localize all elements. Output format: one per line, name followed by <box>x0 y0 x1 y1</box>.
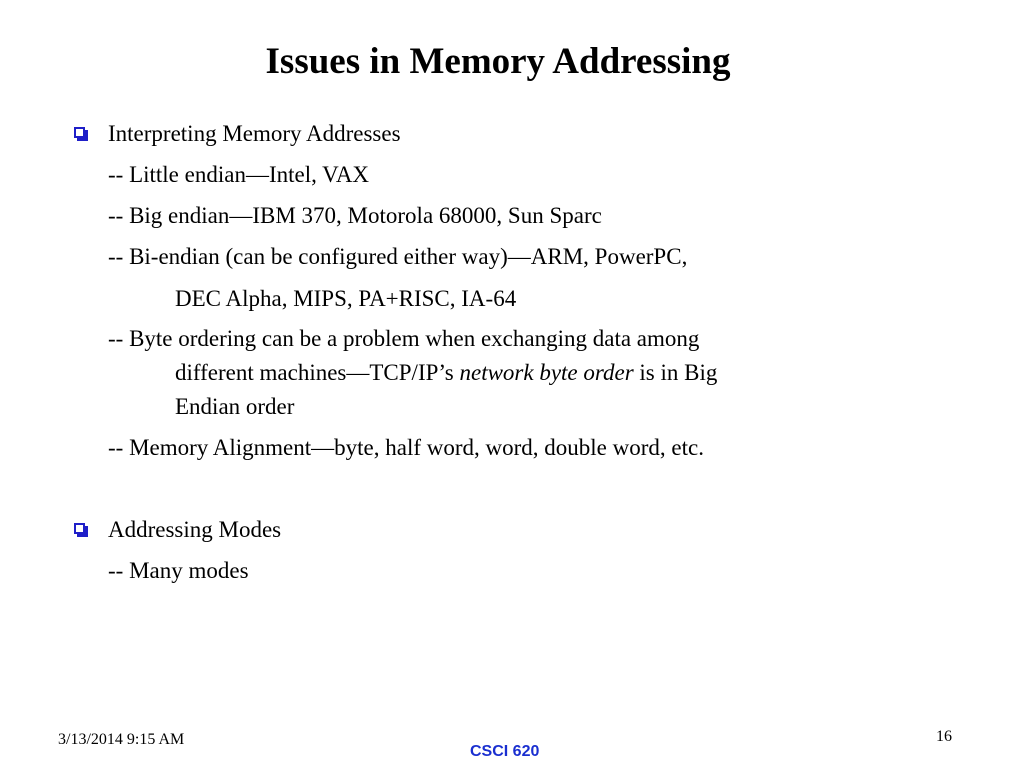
byte-ordering-text: different machines—TCP/IP’s <box>175 360 460 385</box>
hollow-square-bullet-icon <box>74 523 85 534</box>
bullet-label-addressing-modes: Addressing Modes <box>108 517 282 542</box>
sub-item-bi-endian: -- Bi-endian (can be configured either w… <box>108 244 688 269</box>
page-number: 16 <box>936 728 952 745</box>
bullet-label-interpreting-memory-addresses: Interpreting Memory Addresses <box>108 121 401 146</box>
footer-date: 3/13/2014 9:15 AM <box>58 731 185 748</box>
sub-item-many-modes: -- Many modes <box>108 558 249 583</box>
byte-ordering-text-end: is in Big <box>633 360 718 385</box>
sub-item-byte-ordering: -- Byte ordering can be a problem when e… <box>108 326 700 351</box>
network-byte-order-emphasis: network byte order <box>459 360 634 385</box>
sub-item-endian-order: Endian order <box>175 394 295 419</box>
sub-item-byte-ordering-continued: different machines—TCP/IP’s network byte… <box>175 358 717 388</box>
sub-item-memory-alignment: -- Memory Alignment—byte, half word, wor… <box>108 435 704 460</box>
hollow-square-bullet-icon <box>74 127 85 138</box>
sub-item-big-endian: -- Big endian—IBM 370, Motorola 68000, S… <box>108 203 602 228</box>
slide-title: Issues in Memory Addressing <box>265 41 731 82</box>
sub-item-little-endian: -- Little endian—Intel, VAX <box>108 162 370 187</box>
footer-course: CSCI 620 <box>470 743 540 760</box>
sub-item-bi-endian-continued: DEC Alpha, MIPS, PA+RISC, IA-64 <box>175 286 517 311</box>
